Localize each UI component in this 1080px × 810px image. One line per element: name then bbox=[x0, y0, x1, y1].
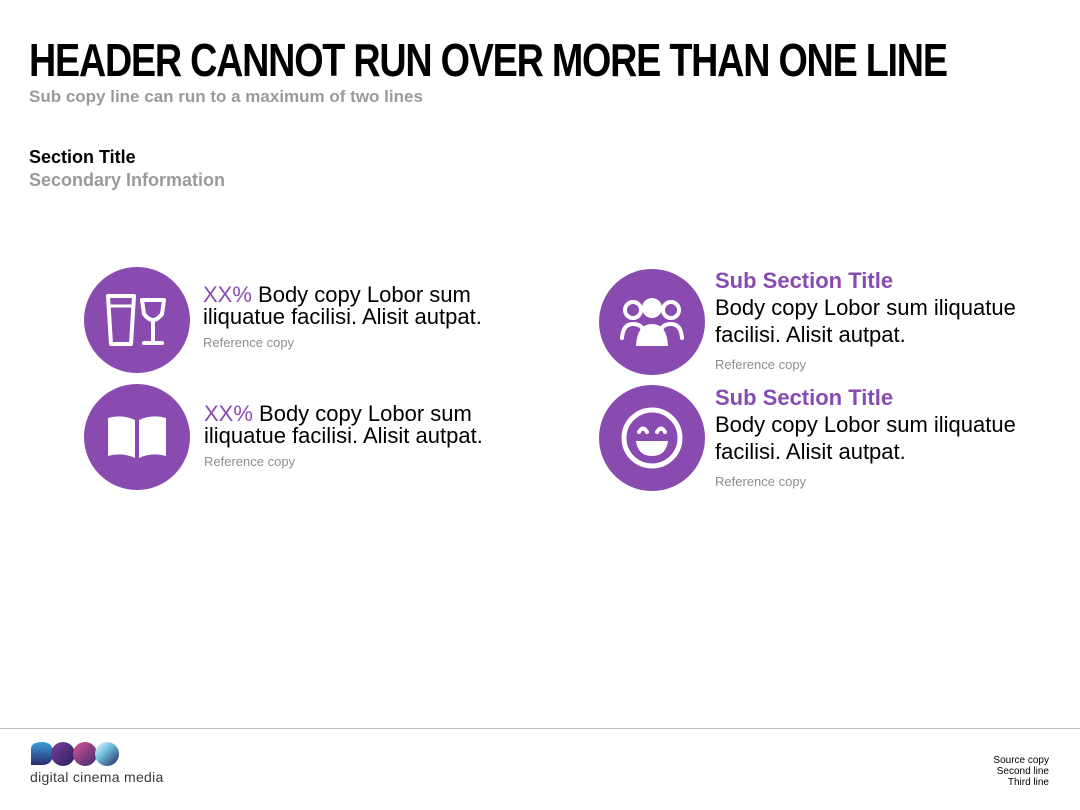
group-icon bbox=[599, 269, 705, 375]
sub-section-body-line2: facilisi. Alisit autpat. bbox=[715, 439, 906, 464]
stat-percent: XX% bbox=[204, 401, 253, 426]
brand-logo-icon bbox=[30, 741, 120, 772]
source-copy: Source copy Second line Third line bbox=[993, 755, 1049, 788]
stat-body-line1: Body copy Lobor sum bbox=[251, 282, 471, 307]
stat-text: XX% Body copy Lobor sum iliquatue facili… bbox=[203, 284, 482, 328]
drinks-icon bbox=[84, 267, 190, 373]
smiley-icon bbox=[599, 385, 705, 491]
reference-copy: Reference copy bbox=[715, 357, 807, 372]
sub-section-title: Sub Section Title bbox=[715, 385, 894, 410]
page-title: HEADER CANNOT RUN OVER MORE THAN ONE LIN… bbox=[29, 34, 948, 86]
sub-section-body: Body copy Lobor sum iliquatue facilisi. … bbox=[715, 411, 1016, 465]
book-icon bbox=[84, 384, 190, 490]
brand-name: digital cinema media bbox=[30, 769, 164, 785]
source-line: Source copy bbox=[993, 755, 1049, 766]
reference-copy: Reference copy bbox=[204, 454, 296, 469]
stat-percent: XX% bbox=[203, 282, 252, 307]
section-title: Section Title bbox=[29, 147, 136, 167]
source-line: Third line bbox=[1007, 777, 1049, 788]
stat-body-line2: iliquatue facilisi. Alisit autpat. bbox=[203, 304, 482, 329]
stat-body-line1: Body copy Lobor sum bbox=[252, 401, 472, 426]
sub-section-body-line2: facilisi. Alisit autpat. bbox=[715, 322, 906, 347]
sub-section-body-line1: Body copy Lobor sum iliquatue bbox=[715, 412, 1016, 437]
sub-section-body-line1: Body copy Lobor sum iliquatue bbox=[715, 295, 1016, 320]
stat-text: XX% Body copy Lobor sum iliquatue facili… bbox=[204, 403, 483, 447]
footer-divider bbox=[0, 728, 1080, 729]
page-subtitle: Sub copy line can run to a maximum of tw… bbox=[29, 87, 423, 106]
stat-body-line2: iliquatue facilisi. Alisit autpat. bbox=[204, 423, 483, 448]
source-line: Second line bbox=[996, 766, 1049, 777]
sub-section-title: Sub Section Title bbox=[715, 268, 894, 293]
secondary-information: Secondary Information bbox=[29, 170, 226, 190]
reference-copy: Reference copy bbox=[715, 474, 807, 489]
sub-section-body: Body copy Lobor sum iliquatue facilisi. … bbox=[715, 294, 1016, 348]
reference-copy: Reference copy bbox=[203, 335, 295, 350]
